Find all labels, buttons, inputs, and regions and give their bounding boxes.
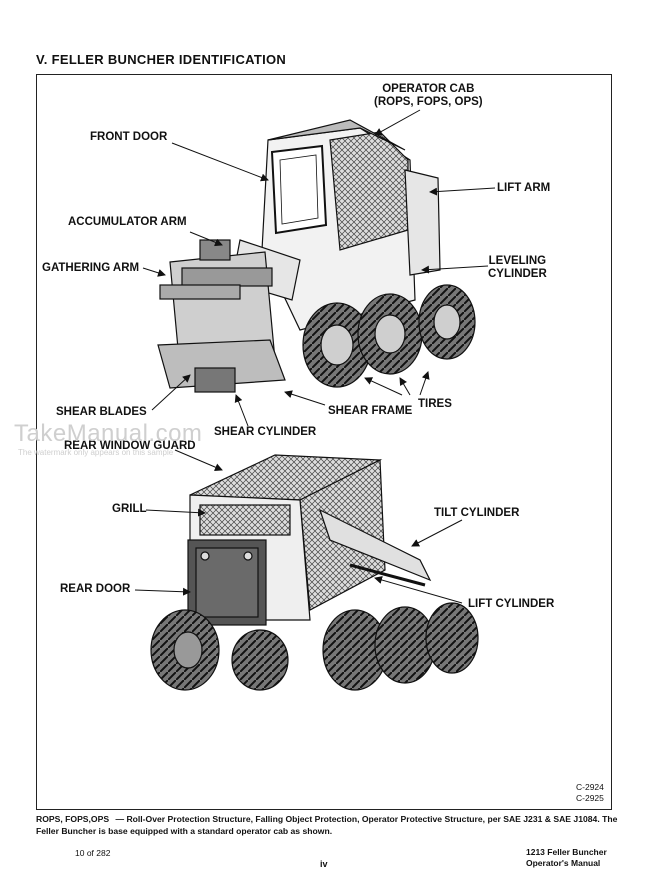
label-gathering-arm: GATHERING ARM bbox=[42, 262, 140, 274]
label-leveling-cylinder: LEVELING CYLINDER bbox=[488, 255, 547, 281]
label-shear-cylinder: SHEAR CYLINDER bbox=[214, 426, 317, 438]
section-heading: V. FELLER BUNCHER IDENTIFICATION bbox=[36, 52, 287, 67]
label-shear-blades: SHEAR BLADES bbox=[56, 406, 147, 418]
footnote-text: — Roll-Over Protection Structure, Fallin… bbox=[36, 814, 618, 836]
watermark-subtext: The watermark only appears on this sampl… bbox=[18, 448, 174, 457]
figure-frame bbox=[36, 74, 612, 810]
label-lift-cylinder: LIFT CYLINDER bbox=[468, 598, 555, 610]
footnote-term: ROPS, FOPS,OPS bbox=[36, 814, 110, 824]
label-rear-window-guard: REAR WINDOW GUARD bbox=[64, 440, 196, 452]
label-operator-cab-text: OPERATOR CAB bbox=[382, 83, 475, 95]
label-rear-door: REAR DOOR bbox=[60, 583, 131, 595]
watermark: TakeManual.com bbox=[14, 420, 203, 447]
page-count: 10 of 282 bbox=[75, 848, 111, 858]
figure-codes: C-2924 C-2925 bbox=[576, 782, 604, 804]
label-front-door: FRONT DOOR bbox=[90, 131, 168, 143]
footnote: ROPS, FOPS,OPS — Roll-Over Protection St… bbox=[36, 813, 618, 837]
label-lift-arm: LIFT ARM bbox=[497, 182, 551, 194]
manual-title-line-1: 1213 Feller Buncher bbox=[526, 847, 607, 857]
manual-title-line-2: Operator's Manual bbox=[526, 858, 601, 868]
bottom-machine bbox=[150, 454, 479, 691]
label-tires: TIRES bbox=[418, 398, 452, 410]
label-operator-cab-sub: (ROPS, FOPS, OPS) bbox=[374, 96, 483, 108]
leader-lines bbox=[134, 109, 496, 604]
label-tilt-cylinder: TILT CYLINDER bbox=[434, 507, 520, 519]
label-grill: GRILL bbox=[112, 503, 147, 515]
top-machine bbox=[157, 119, 476, 393]
label-shear-frame: SHEAR FRAME bbox=[328, 405, 413, 417]
figure-code-2: C-2925 bbox=[576, 793, 604, 803]
label-leveling-text: LEVELING bbox=[488, 255, 547, 267]
figure-code-1: C-2924 bbox=[576, 782, 604, 792]
label-accumulator-arm: ACCUMULATOR ARM bbox=[68, 216, 187, 228]
manual-title: 1213 Feller Buncher Operator's Manual bbox=[526, 847, 607, 869]
label-operator-cab: OPERATOR CAB (ROPS, FOPS, OPS) bbox=[374, 83, 483, 109]
label-cylinder-text: CYLINDER bbox=[488, 268, 547, 280]
page-number: iv bbox=[320, 859, 328, 869]
